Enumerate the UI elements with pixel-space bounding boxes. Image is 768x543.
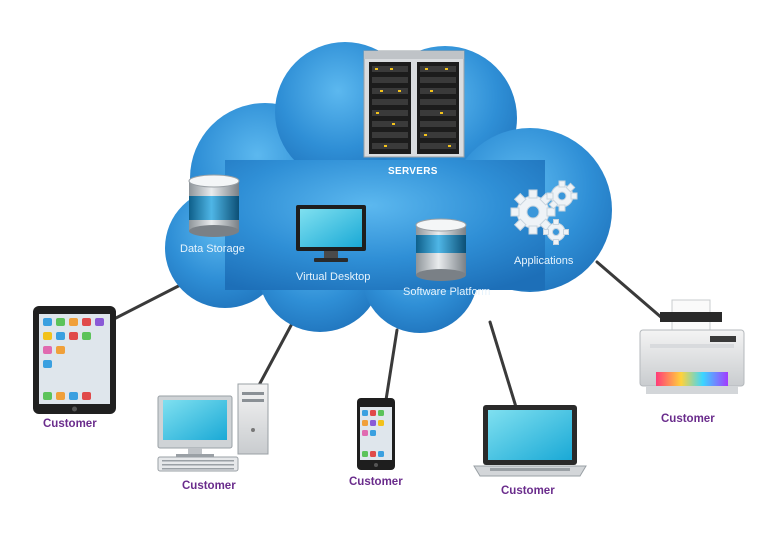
- connector-laptop: [488, 320, 518, 409]
- connector-desktop: [256, 316, 297, 389]
- desktop-computer-icon: [157, 383, 269, 472]
- smartphone-icon: [357, 398, 395, 470]
- customer-printer-label: Customer: [661, 413, 715, 425]
- data-storage-label: Data Storage: [180, 243, 245, 255]
- software-platform-database-icon: [415, 218, 467, 281]
- applications-gears-icon: [510, 180, 578, 245]
- laptop-icon: [473, 405, 587, 477]
- customer-phone-label: Customer: [349, 476, 403, 488]
- data-storage-database-icon: [188, 174, 240, 237]
- connector-lines: [110, 260, 664, 409]
- server-rack-icon: [363, 50, 465, 158]
- virtual-desktop-monitor-icon: [296, 205, 366, 262]
- customer-tablet-label: Customer: [43, 418, 97, 430]
- tablet-icon: [33, 306, 116, 414]
- customer-laptop-label: Customer: [501, 485, 555, 497]
- customer-desktop-label: Customer: [182, 480, 236, 492]
- applications-label: Applications: [514, 255, 574, 267]
- connector-phone: [384, 328, 399, 402]
- printer-icon: [639, 299, 745, 394]
- connector-printer: [595, 260, 664, 320]
- virtual-desktop-label: Virtual Desktop: [296, 271, 371, 283]
- software-platform-label: Software Platform: [403, 286, 491, 298]
- servers-label: SERVERS: [388, 166, 438, 177]
